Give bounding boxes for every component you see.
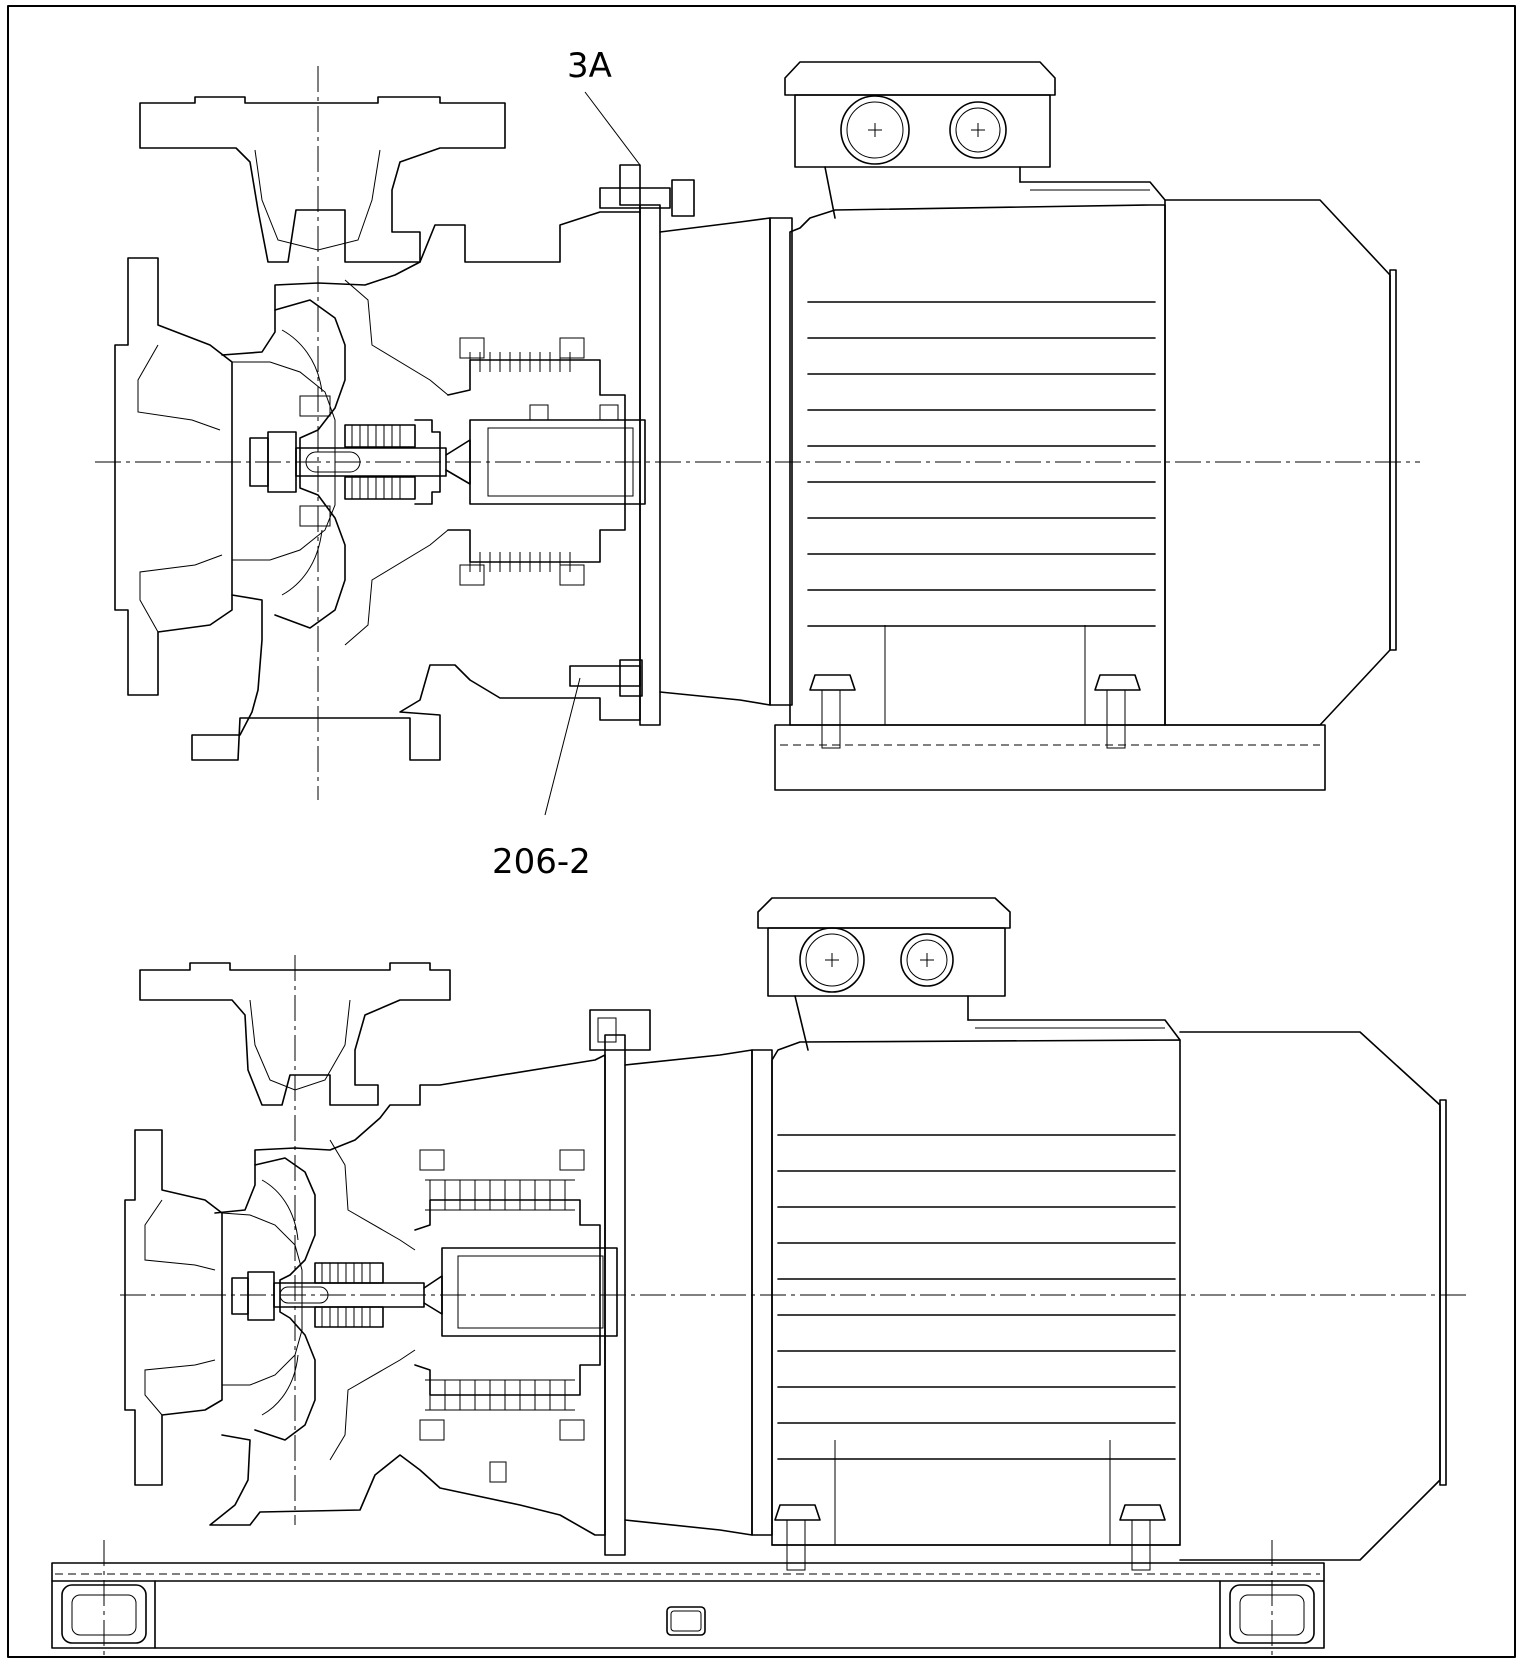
bottom-impeller	[254, 1157, 316, 1441]
bottom-motor-foot-bolt-right	[1119, 1504, 1166, 1571]
top-discharge-flange	[139, 96, 506, 263]
top-motor-body	[774, 181, 1397, 791]
bottom-discharge-flange	[139, 962, 451, 1106]
bottom-terminal-box	[757, 897, 1011, 1051]
top-terminal-box	[784, 61, 1056, 219]
bottom-volute-casing	[209, 1054, 606, 1536]
callout-206-2: 206-2	[492, 677, 591, 882]
bottom-mechanical-seal	[314, 1262, 384, 1328]
drawing-frame	[7, 5, 1516, 1658]
top-motor-foot-bolt-right	[1094, 674, 1141, 749]
callout-3a-label: 3A	[567, 46, 612, 86]
bottom-motor-bracket	[414, 1149, 601, 1483]
top-pump-view: 3A 206-2	[95, 46, 1420, 882]
top-motor-foot-bolt-left	[809, 674, 856, 749]
bottom-baseplate	[51, 1540, 1325, 1660]
top-suction-flange	[114, 257, 233, 696]
bottom-motor-body	[771, 1019, 1447, 1571]
top-motor-flange	[569, 164, 793, 726]
callout-3a: 3A	[567, 46, 641, 166]
bottom-coupling	[441, 1247, 618, 1337]
bottom-shaft	[231, 1271, 443, 1321]
bottom-suction-flange	[124, 1129, 223, 1486]
top-coupling	[469, 404, 646, 505]
top-volute-casing	[191, 211, 641, 761]
bottom-motor-foot-bolt-left	[774, 1504, 821, 1571]
top-mechanical-seal	[344, 419, 441, 505]
bottom-pump-view	[51, 897, 1470, 1660]
top-motor-bracket	[447, 337, 626, 586]
callout-206-2-label: 206-2	[492, 842, 591, 882]
top-impeller	[274, 299, 346, 629]
